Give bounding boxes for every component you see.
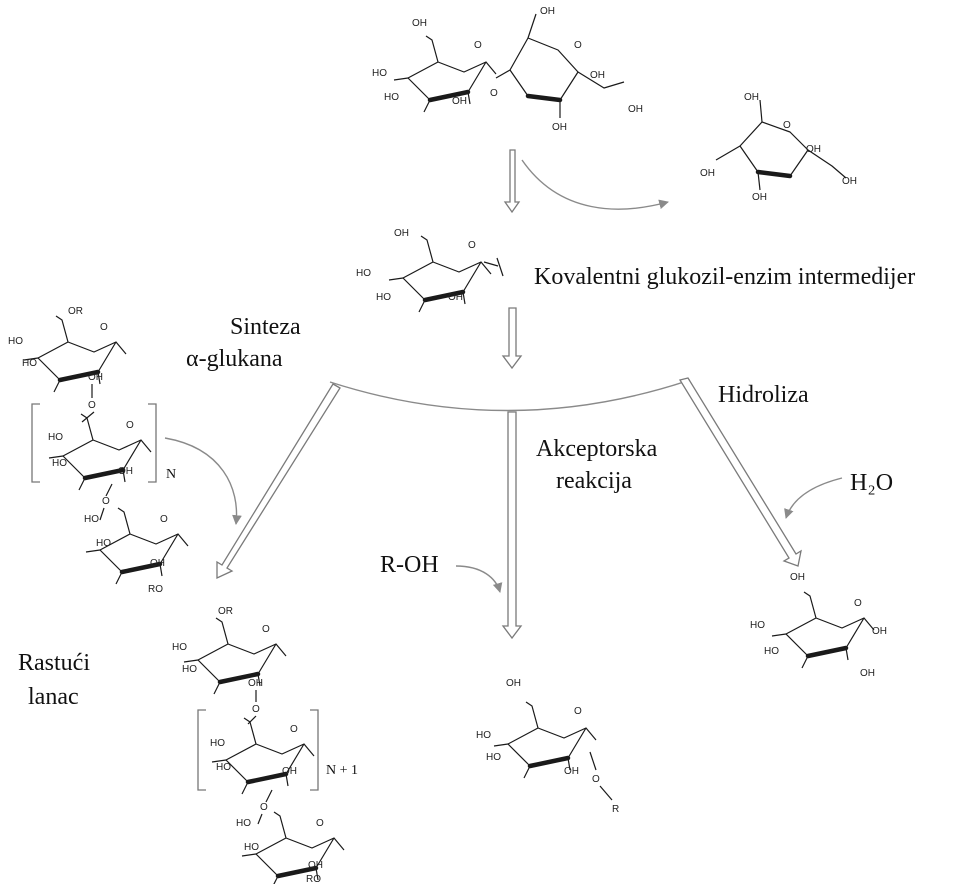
water-label: H₂O — [850, 470, 893, 496]
svg-text:O: O — [474, 40, 482, 51]
svg-text:OH: OH — [150, 558, 165, 569]
svg-text:OH: OH — [452, 96, 467, 107]
svg-text:OH: OH — [282, 766, 297, 777]
svg-text:HO: HO — [96, 538, 111, 549]
sucrose-molecule: OH O HO HO OH O OH O OH OH OH — [372, 6, 643, 133]
svg-text:HO: HO — [764, 646, 779, 657]
fructose-release-arrow — [521, 159, 669, 210]
svg-text:OR: OR — [68, 306, 83, 317]
svg-text:O: O — [88, 400, 96, 411]
acceptor-label-line2: reakcija — [556, 468, 632, 494]
svg-text:O: O — [102, 496, 110, 507]
growing-chain-label-line2: lanac — [28, 684, 79, 710]
glucosyl-intermediate-molecule: OH O HO HO OH — [356, 228, 504, 312]
arrow-down-2 — [501, 307, 523, 370]
svg-text:OH: OH — [308, 860, 323, 871]
svg-text:HO: HO — [172, 642, 187, 653]
arrow-synthesis — [216, 383, 341, 580]
svg-text:OH: OH — [552, 122, 567, 133]
svg-text:O: O — [100, 322, 108, 333]
svg-text:O: O — [290, 724, 298, 735]
glucose-product-molecule: OH O HO HO OH OH — [750, 572, 887, 679]
svg-text:O: O — [490, 88, 498, 99]
svg-text:OH: OH — [860, 668, 875, 679]
svg-text:N + 1: N + 1 — [326, 763, 358, 778]
svg-text:O: O — [252, 704, 260, 715]
svg-text:O: O — [160, 514, 168, 525]
svg-text:HO: HO — [216, 762, 231, 773]
fructose-molecule: OH O OH OH OH OH — [700, 92, 857, 203]
svg-text:R: R — [612, 804, 619, 815]
svg-text:HO: HO — [486, 752, 501, 763]
svg-text:OH: OH — [700, 168, 715, 179]
arrow-hydrolysis — [678, 377, 802, 567]
svg-text:HO: HO — [356, 268, 371, 279]
svg-text:OH: OH — [564, 766, 579, 777]
svg-text:OH: OH — [744, 92, 759, 103]
alpha-glucan-chain-n-plus-1: OR O HO HO OH O O HO HO OH N + 1 O O HO … — [172, 606, 358, 884]
svg-text:OH: OH — [248, 678, 263, 689]
acceptor-product-molecule: OH O HO HO OH O R — [476, 678, 619, 815]
svg-text:O: O — [316, 818, 324, 829]
svg-text:O: O — [126, 420, 134, 431]
svg-text:HO: HO — [210, 738, 225, 749]
svg-text:OH: OH — [806, 144, 821, 155]
synthesis-label-line2: α-glukana — [186, 346, 283, 372]
svg-text:HO: HO — [8, 336, 23, 347]
svg-text:OR: OR — [218, 606, 233, 617]
svg-text:OH: OH — [118, 466, 133, 477]
svg-text:HO: HO — [22, 358, 37, 369]
svg-text:O: O — [262, 624, 270, 635]
svg-text:N: N — [166, 467, 176, 482]
svg-text:OH: OH — [448, 292, 463, 303]
svg-text:O: O — [260, 802, 268, 813]
growing-chain-label-line1: Rastući — [18, 650, 90, 676]
svg-text:O: O — [574, 706, 582, 717]
svg-text:O: O — [854, 598, 862, 609]
svg-text:HO: HO — [52, 458, 67, 469]
svg-text:RO: RO — [148, 584, 163, 595]
synthesis-label-line1: Sinteza — [230, 314, 301, 340]
branch-curve — [329, 379, 691, 412]
arrow-down-1 — [503, 149, 521, 214]
svg-text:HO: HO — [48, 432, 63, 443]
svg-text:O: O — [783, 120, 791, 131]
svg-text:RO: RO — [306, 874, 321, 884]
svg-text:HO: HO — [182, 664, 197, 675]
svg-text:OH: OH — [590, 70, 605, 81]
svg-text:O: O — [574, 40, 582, 51]
water-input-arrow — [784, 477, 843, 519]
svg-text:HO: HO — [384, 92, 399, 103]
svg-text:OH: OH — [842, 176, 857, 187]
svg-text:HO: HO — [750, 620, 765, 631]
hydrolysis-label: Hidroliza — [718, 382, 809, 408]
svg-text:HO: HO — [244, 842, 259, 853]
roh-label: R-OH — [380, 552, 439, 578]
svg-text:OH: OH — [88, 372, 103, 383]
svg-text:OH: OH — [628, 104, 643, 115]
svg-text:HO: HO — [476, 730, 491, 741]
svg-text:OH: OH — [506, 678, 521, 689]
svg-text:HO: HO — [236, 818, 251, 829]
svg-text:OH: OH — [540, 6, 555, 17]
svg-text:OH: OH — [412, 18, 427, 29]
intermediate-label: Kovalentni glukozil-enzim intermedijer — [534, 264, 915, 290]
acceptor-label-line1: Akceptorska — [536, 436, 658, 462]
svg-text:HO: HO — [372, 68, 387, 79]
svg-text:OH: OH — [752, 192, 767, 203]
roh-input-arrow — [455, 565, 503, 593]
arrow-acceptor — [501, 411, 523, 640]
svg-text:OH: OH — [872, 626, 887, 637]
svg-text:O: O — [468, 240, 476, 251]
svg-text:HO: HO — [376, 292, 391, 303]
alpha-glucan-chain-n: OR O HO HO OH O O HO HO OH N O O HO HO O… — [8, 306, 188, 595]
svg-text:OH: OH — [790, 572, 805, 583]
alpha-glucan-input-arrow — [164, 437, 242, 525]
svg-text:OH: OH — [394, 228, 409, 239]
svg-text:O: O — [592, 774, 600, 785]
svg-text:HO: HO — [84, 514, 99, 525]
